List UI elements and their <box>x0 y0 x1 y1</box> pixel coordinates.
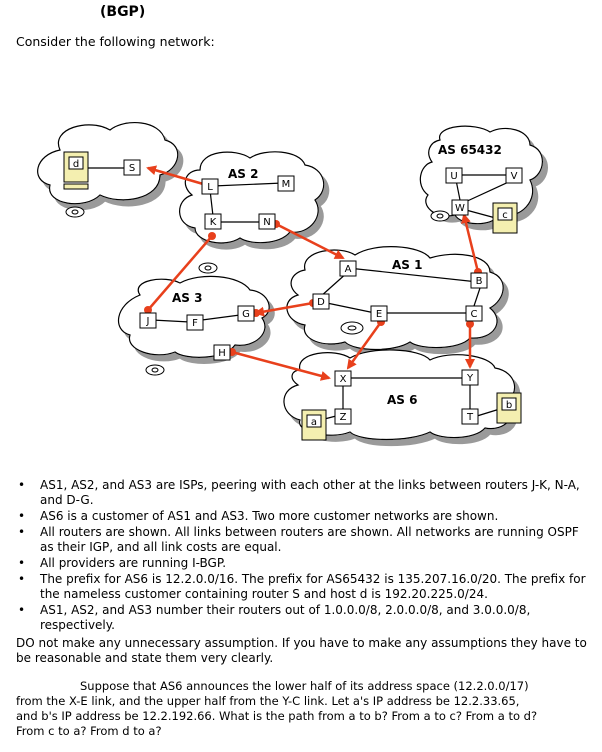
cloud-as2 <box>179 151 325 244</box>
router-w: W <box>455 203 465 214</box>
router-m: M <box>282 179 291 190</box>
routers: S L M K N A B U V W J F G D E C H X Y Z … <box>123 159 523 425</box>
as6-label: AS 6 <box>387 393 417 407</box>
list-item: All providers are running I-BGP. <box>14 556 594 571</box>
list-item: All routers are shown. All links between… <box>14 525 594 555</box>
router-v: V <box>511 171 518 182</box>
cloud-customer-s <box>37 122 179 205</box>
router-d: D <box>317 297 325 308</box>
as3-label: AS 3 <box>172 291 202 305</box>
router-z: Z <box>340 412 347 423</box>
router-g: G <box>242 309 250 320</box>
as1-label: AS 1 <box>392 258 422 272</box>
router-b: B <box>476 276 483 287</box>
router-x: X <box>340 374 347 385</box>
internal-links <box>82 167 514 423</box>
router-y: Y <box>466 373 474 384</box>
router-e: E <box>376 309 382 320</box>
router-l: L <box>207 182 213 193</box>
router-j: J <box>146 316 150 327</box>
list-item: AS6 is a customer of AS1 and AS3. Two mo… <box>14 509 594 524</box>
router-u: U <box>450 171 457 182</box>
router-c: C <box>471 309 478 320</box>
router-f: F <box>192 318 198 329</box>
network-diagram: d a b c S L M K N A B U V W J F G D E C … <box>37 122 543 441</box>
router-t: T <box>466 412 474 423</box>
host-computer-a: a <box>301 409 327 441</box>
as2-label: AS 2 <box>228 167 258 181</box>
as65432-label: AS 65432 <box>438 143 502 157</box>
router-h: H <box>218 348 226 359</box>
page-title: (BGP) <box>100 4 146 20</box>
question-line: and b's IP address be 12.2.192.66. What … <box>16 709 538 723</box>
question-line: from the X-E link, and the upper half fr… <box>16 694 520 708</box>
host-label-b: b <box>506 400 512 411</box>
host-label-c: c <box>502 210 508 221</box>
bullet-list: AS1, AS2, and AS3 are ISPs, peering with… <box>14 478 594 634</box>
disk-icon <box>65 206 450 376</box>
router-s: S <box>129 163 135 174</box>
router-k: K <box>210 217 217 228</box>
list-item: AS1, AS2, and AS3 number their routers o… <box>14 603 594 633</box>
question-line: From c to a? From d to a? <box>16 724 162 738</box>
intro-text: Consider the following network: <box>16 34 215 49</box>
list-item: The prefix for AS6 is 12.2.0.0/16. The p… <box>14 572 594 602</box>
list-item: AS1, AS2, and AS3 are ISPs, peering with… <box>14 478 594 508</box>
host-computer-c: c <box>492 202 518 234</box>
host-computer-b: b <box>496 392 522 424</box>
bgp-arrows <box>146 165 480 381</box>
host-label-d: d <box>73 159 79 170</box>
host-computer-d: d <box>63 151 89 190</box>
router-a: A <box>345 264 352 275</box>
host-label-a: a <box>311 417 317 428</box>
assumption-note: DO not make any unnecessary assumption. … <box>16 636 587 665</box>
question-block: Suppose that AS6 announces the lower hal… <box>16 679 596 739</box>
router-n: N <box>263 217 270 228</box>
question-line: Suppose that AS6 announces the lower hal… <box>80 679 529 693</box>
